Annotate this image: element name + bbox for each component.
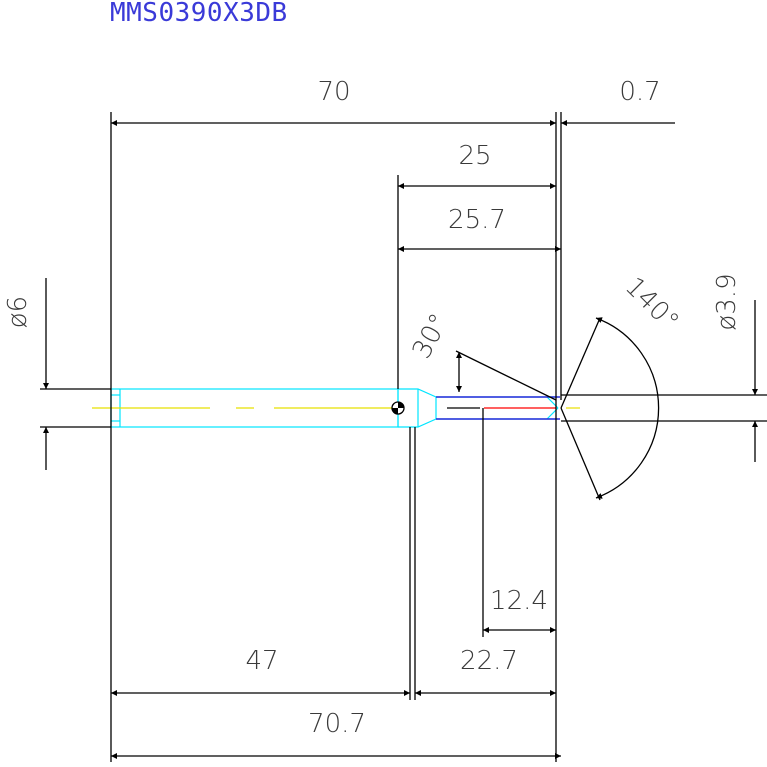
dim-phi6: ø6: [3, 278, 49, 470]
flute-lines: [436, 396, 560, 420]
dim-25-label: 25: [458, 141, 491, 171]
drawing-title: MMS0390X3DB: [110, 0, 288, 28]
dim-angle-140: 140°: [595, 272, 685, 499]
dim-22-7: 22.7: [415, 646, 556, 696]
dim-0-7-label: 0.7: [619, 77, 660, 107]
dim-25-7: 25.7: [398, 205, 561, 252]
dim-25-7-label: 25.7: [448, 205, 506, 235]
dim-phi6-label: ø6: [3, 296, 33, 328]
dim-47: 47: [111, 646, 410, 696]
dim-70-7-label: 70.7: [308, 709, 366, 739]
dim-12-4: 12.4: [483, 586, 556, 633]
dim-phi3-9-label: ø3.9: [712, 273, 742, 330]
dim-angle-30-label: 30°: [407, 309, 455, 364]
dim-22-7-label: 22.7: [460, 646, 518, 676]
dim-70: 70: [111, 77, 556, 126]
center-mark: [391, 401, 405, 415]
extension-lines: [40, 112, 767, 762]
dim-phi3-9: ø3.9: [712, 273, 758, 462]
dim-angle-30: 30°: [407, 309, 462, 392]
dim-12-4-label: 12.4: [490, 586, 548, 616]
dim-0-7: 0.7: [561, 77, 675, 126]
dim-70-7: 70.7: [111, 709, 561, 759]
dim-70-label: 70: [317, 77, 350, 107]
dim-47-label: 47: [245, 646, 278, 676]
dim-25: 25: [398, 141, 556, 189]
dim-angle-140-label: 140°: [619, 272, 685, 338]
